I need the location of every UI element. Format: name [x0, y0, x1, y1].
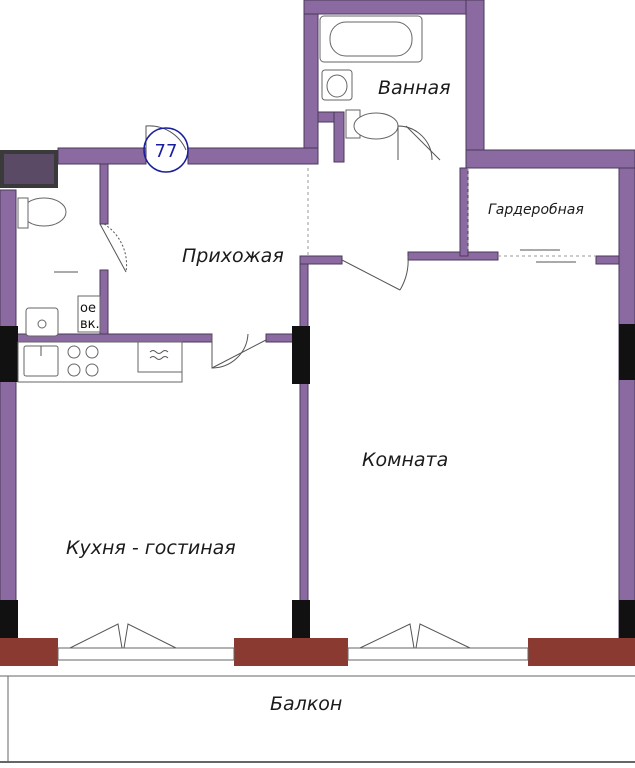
bathroom-fixtures — [319, 15, 441, 161]
label-hallway: Прихожая — [182, 245, 284, 267]
label-balcony: Балкон — [270, 693, 342, 715]
apartment-number: 77 — [155, 141, 178, 162]
walls — [0, 0, 635, 657]
room-door — [341, 255, 409, 291]
kitchen-counter — [17, 341, 183, 383]
toilet-niche: ое вк. — [17, 197, 128, 337]
label-kitchen-living: Кухня - гостиная — [66, 537, 236, 559]
balcony-parapet — [0, 638, 635, 763]
label-wardrobe: Гардеробная — [488, 202, 584, 218]
kitchen-door — [211, 333, 267, 369]
apartment-number-badge: 77 — [143, 127, 189, 173]
appliance-label-line2: вк. — [80, 317, 100, 332]
entrance-door — [145, 125, 187, 151]
wardrobe-sliding-door — [498, 249, 596, 263]
guide-lines — [307, 168, 469, 256]
appliance-label-line1: ое — [80, 301, 96, 316]
label-bathroom: Ванная — [378, 77, 451, 99]
label-room: Комната — [362, 449, 448, 471]
balcony-windows — [57, 623, 529, 661]
